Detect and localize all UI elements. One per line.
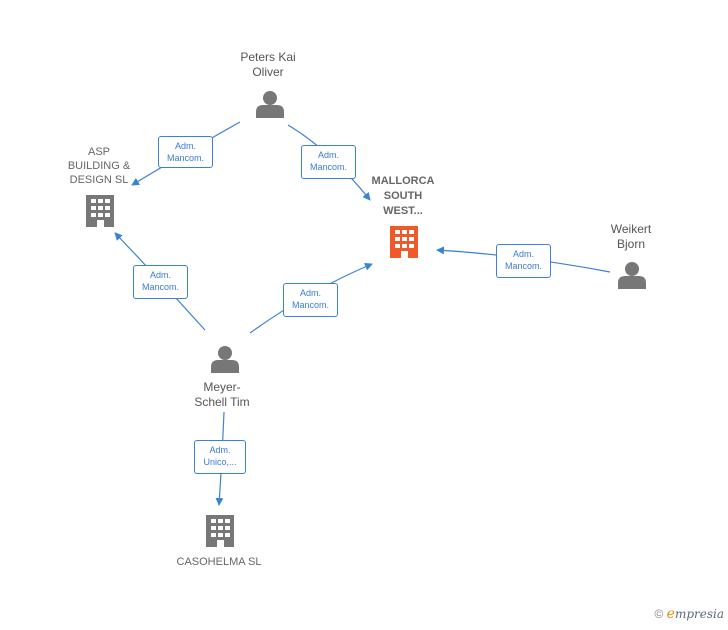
person-label-weikert-line1: Weikert [610,222,652,236]
edge-label-peters-asp[interactable]: Adm. Mancom. [158,136,213,168]
edge-label-line2: Mancom. [309,162,347,172]
edge-label-line1: Adm. [299,288,321,298]
edge-label-line2: Mancom. [141,282,179,292]
person-label-meyer[interactable]: Meyer- Schell Tim [182,380,262,410]
building-icon-mallorca[interactable] [390,226,418,258]
edge-label-meyer-mallorca[interactable]: Adm. Mancom. [283,283,338,317]
empresia-logo-text: mpresia [674,607,724,621]
company-label-mallorca-line3: WEST... [383,205,423,217]
edge-label-line1: Adm. [149,270,171,280]
person-icon-peters[interactable] [256,91,284,118]
company-label-mallorca-line1: MALLORCA [371,175,435,187]
company-label-asp-line3: DESIGN SL [69,174,129,186]
person-icon-weikert[interactable] [618,262,646,289]
company-label-asp[interactable]: ASP BUILDING & DESIGN SL [54,145,144,187]
building-icon-asp[interactable] [86,195,114,227]
company-label-casohelma[interactable]: CASOHELMA SL [160,555,278,570]
edge-label-line2: Mancom. [504,261,542,271]
edge-label-line1: Adm. [209,445,231,455]
person-label-weikert-line2: Bjorn [616,237,645,251]
empresia-watermark: © empresia [654,606,724,622]
empresia-logo-initial: e [666,606,675,622]
edge-label-line1: Adm. [317,150,339,160]
edge-label-line2: Mancom. [166,153,204,163]
edge-label-line2: Unico,... [203,457,237,467]
edge-label-peters-mallorca[interactable]: Adm. Mancom. [301,145,356,179]
person-label-peters-line1: Peters Kai [240,50,296,64]
building-icon-casohelma[interactable] [206,515,234,547]
company-label-asp-line2: BUILDING & [67,160,131,172]
edge-label-line1: Adm. [174,141,196,151]
person-label-peters[interactable]: Peters Kai Oliver [228,50,308,80]
edge-label-meyer-casohelma[interactable]: Adm. Unico,... [194,440,246,474]
person-icon-meyer[interactable] [211,346,239,373]
person-label-peters-line2: Oliver [252,65,284,79]
person-label-weikert[interactable]: Weikert Bjorn [596,222,666,252]
edge-label-line2: Mancom. [291,300,329,310]
company-label-casohelma-line1: CASOHELMA SL [176,556,262,568]
company-label-mallorca[interactable]: MALLORCA SOUTH WEST... [358,174,448,219]
person-label-meyer-line2: Schell Tim [194,395,250,409]
edge-label-line1: Adm. [512,249,534,259]
copyright-symbol: © [654,607,664,621]
company-label-asp-line1: ASP [87,146,110,158]
person-label-meyer-line1: Meyer- [203,380,241,394]
edge-label-weikert-mallorca[interactable]: Adm. Mancom. [496,244,551,278]
edge-label-meyer-asp[interactable]: Adm. Mancom. [133,265,188,299]
company-label-mallorca-line2: SOUTH [383,190,423,202]
